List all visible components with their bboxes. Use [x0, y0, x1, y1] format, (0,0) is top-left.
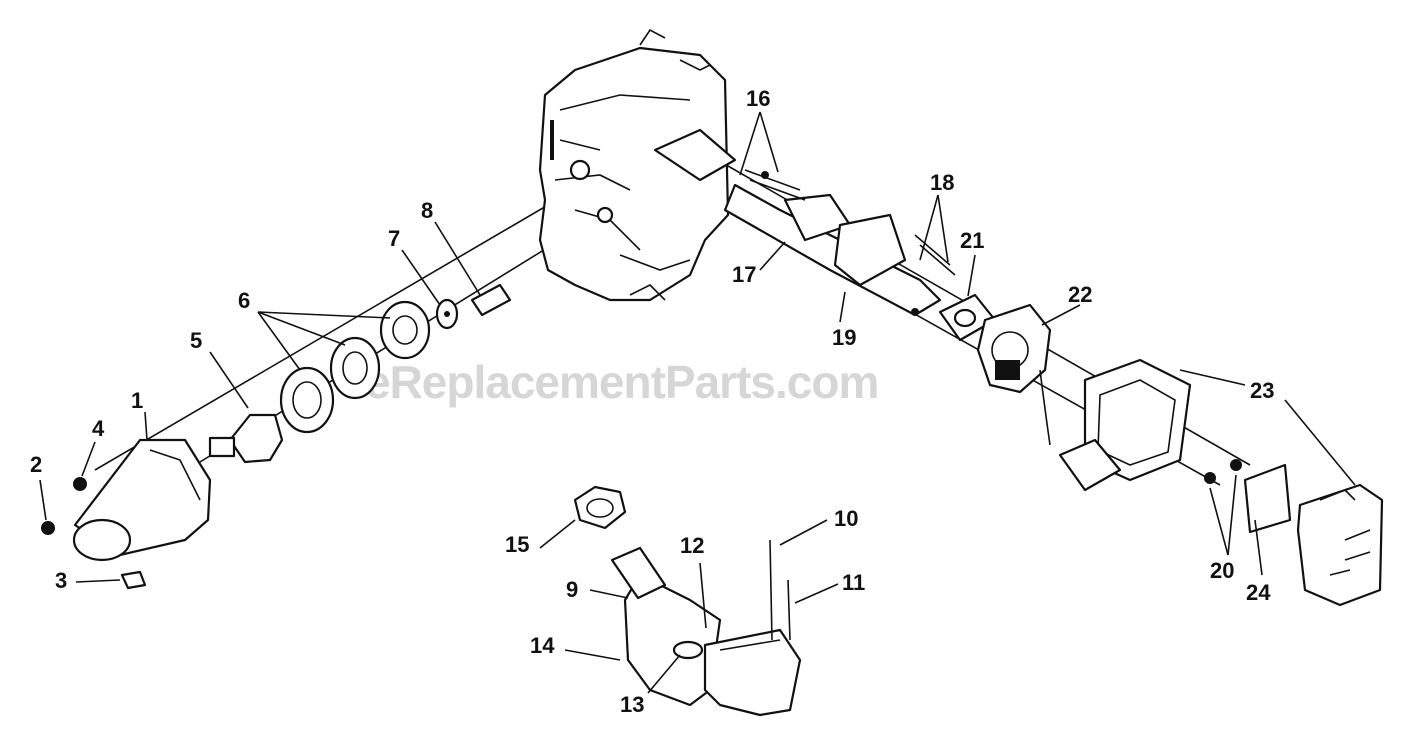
callout-11: 11: [842, 570, 865, 595]
callout-17: 17: [732, 262, 756, 287]
callout-15: 15: [505, 532, 529, 557]
callout-1: 1: [131, 388, 143, 413]
watermark: eReplacementParts.com: [365, 356, 878, 408]
air-filter-base: [1058, 358, 1242, 492]
callout-18: 18: [930, 170, 954, 195]
callout-24: 24: [1246, 580, 1271, 605]
callout-2: 2: [30, 452, 42, 477]
washer: [435, 298, 459, 330]
callout-23: 23: [1250, 378, 1274, 403]
clutch-hub: [208, 413, 284, 464]
callout-22: 22: [1068, 282, 1092, 307]
callout-4: 4: [92, 416, 105, 441]
air-filter-cover: [1296, 483, 1384, 607]
fuel-cap: [573, 485, 627, 530]
callout-21: 21: [960, 228, 984, 253]
callout-16: 16: [746, 86, 770, 111]
clutch-shoes: [279, 300, 431, 434]
callout-5: 5: [190, 328, 202, 353]
part-callouts: 1 2 3 4 5 6 7 8 9 10 11 12 13 14 15 16 1…: [30, 86, 1274, 717]
callout-8: 8: [421, 198, 433, 223]
bushing: [470, 283, 512, 317]
callout-20: 20: [1210, 558, 1234, 583]
fasteners: [41, 477, 147, 590]
callout-7: 7: [388, 226, 400, 251]
filter-element: [1243, 463, 1292, 534]
callout-6: 6: [238, 288, 250, 313]
drive-shaft-housing: [653, 128, 956, 317]
fuel-tank: [610, 539, 802, 717]
callout-10: 10: [834, 506, 858, 531]
callout-13: 13: [620, 692, 644, 717]
leader-lines: [39, 111, 1356, 694]
clutch-housing-cone: [72, 438, 212, 562]
callout-19: 19: [832, 325, 856, 350]
callout-9: 9: [566, 577, 578, 602]
callout-3: 3: [55, 568, 67, 593]
callout-12: 12: [680, 533, 704, 558]
carburetor: [976, 303, 1052, 446]
callout-14: 14: [530, 633, 555, 658]
engine-block: [538, 28, 730, 302]
